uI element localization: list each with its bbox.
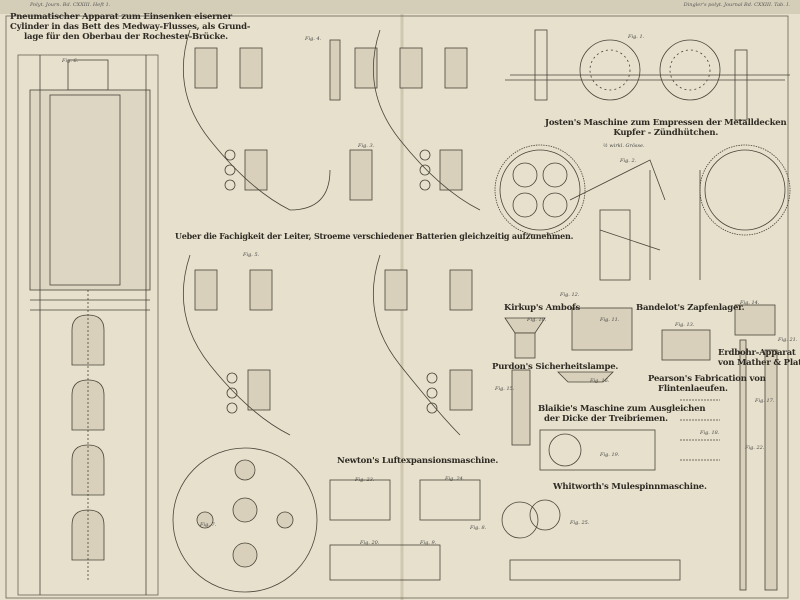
caption-line: Josten's Maschine zum Empressen der Meta… bbox=[545, 118, 787, 128]
caption-josten: Josten's Maschine zum Empressen der Meta… bbox=[545, 118, 787, 138]
josten-machine-drawing bbox=[494, 29, 791, 281]
fig-label: Fig. 17. bbox=[755, 398, 775, 404]
caption-line: Flintenlaeufen. bbox=[658, 384, 728, 394]
caption-pearson: Pearson's Fabrication von Flintenlaeufen… bbox=[648, 374, 766, 394]
fig-label: Fig. 21. bbox=[778, 337, 798, 343]
fig-label: Fig. 1. bbox=[628, 34, 645, 40]
plate-header-right: Dingler's polyt. Journal Bd. CXXIII. Tab… bbox=[683, 2, 790, 8]
caption-leiter: Ueber die Fachigkeit der Leiter, Stroeme… bbox=[175, 231, 574, 241]
fig-label: Fig. 6. bbox=[62, 58, 79, 64]
caption-bandelot: Bandelot's Zapfenlager. bbox=[636, 303, 745, 313]
circuit-wires bbox=[182, 29, 481, 436]
fig-label: Fig. 11. bbox=[600, 317, 620, 323]
fig-label: Fig. 14. bbox=[740, 300, 760, 306]
fig-label: Fig. 16. bbox=[590, 378, 610, 384]
caption-line: von Mather & Platt. bbox=[718, 358, 800, 368]
caption-line: Cylinder in das Bett des Medway-Flusses,… bbox=[10, 22, 251, 32]
circuit-diagrams bbox=[194, 39, 473, 411]
fig-label: Fig. 20. bbox=[360, 540, 380, 546]
fig-label: Fig. 8. bbox=[470, 525, 487, 531]
caption-line: lage für den Oberbau der Rochester-Brück… bbox=[24, 32, 228, 42]
fig-label: Fig. 25. bbox=[570, 520, 590, 526]
caption-kirkup: Kirkup's Ambofs bbox=[504, 303, 581, 313]
plate-header-left: Polyt. Journ. Bd. CXXIII. Heft 1. bbox=[30, 2, 111, 8]
fig-label: Fig. 12. bbox=[560, 292, 580, 298]
fig-label: Fig. 22. bbox=[745, 445, 765, 451]
caption-pneumatic: Pneumatischer Apparat zum Einsenken eise… bbox=[10, 12, 250, 42]
fig-label: Fig. 7. bbox=[200, 522, 217, 528]
caption-line: Pneumatischer Apparat zum Einsenken eise… bbox=[10, 12, 232, 22]
caption-whitworth: Whitworth's Mulespinnmaschine. bbox=[553, 482, 707, 492]
fig-label: Fig. 4. bbox=[305, 36, 322, 42]
fig-label: Fig. 23. bbox=[355, 477, 375, 483]
fig-label: Fig. 5. bbox=[243, 252, 260, 258]
fig-label: Fig. 15. bbox=[495, 386, 515, 392]
fig-label: Fig. 9. bbox=[420, 540, 437, 546]
caption-line: Kupfer - Zündhütchen. bbox=[613, 128, 719, 138]
pneumatic-apparatus-drawing bbox=[17, 54, 159, 596]
caption-line: Erdbohr-Apparat bbox=[718, 348, 796, 358]
fig-label: Fig. 24. bbox=[445, 476, 465, 482]
caption-line: Blaikie's Maschine zum Ausgleichen bbox=[538, 404, 706, 414]
caption-josten-scale: ½ wirkl. Grösse. bbox=[603, 143, 645, 149]
fig-label: Fig. 19. bbox=[600, 452, 620, 458]
caption-line: Pearson's Fabrication von bbox=[648, 374, 766, 384]
caption-bohr: Erdbohr-Apparat von Mather & Platt. bbox=[718, 348, 800, 368]
caption-line: der Dicke der Treibriemen. bbox=[544, 414, 668, 424]
caption-blaikie: Blaikie's Maschine zum Ausgleichen der D… bbox=[538, 404, 706, 424]
fig-label: Fig. 3. bbox=[358, 143, 375, 149]
fig-label: Fig. 13. bbox=[675, 322, 695, 328]
fig-label: Fig. 2. bbox=[620, 158, 637, 164]
caption-purdon: Purdon's Sicherheitslampe. bbox=[492, 362, 619, 372]
caption-newton: Newton's Luftexpansionsmaschine. bbox=[337, 456, 499, 466]
fig-label: Fig. 18. bbox=[700, 430, 720, 436]
misc-drawings bbox=[172, 304, 778, 593]
fig-label: Fig. 10. bbox=[527, 317, 547, 323]
